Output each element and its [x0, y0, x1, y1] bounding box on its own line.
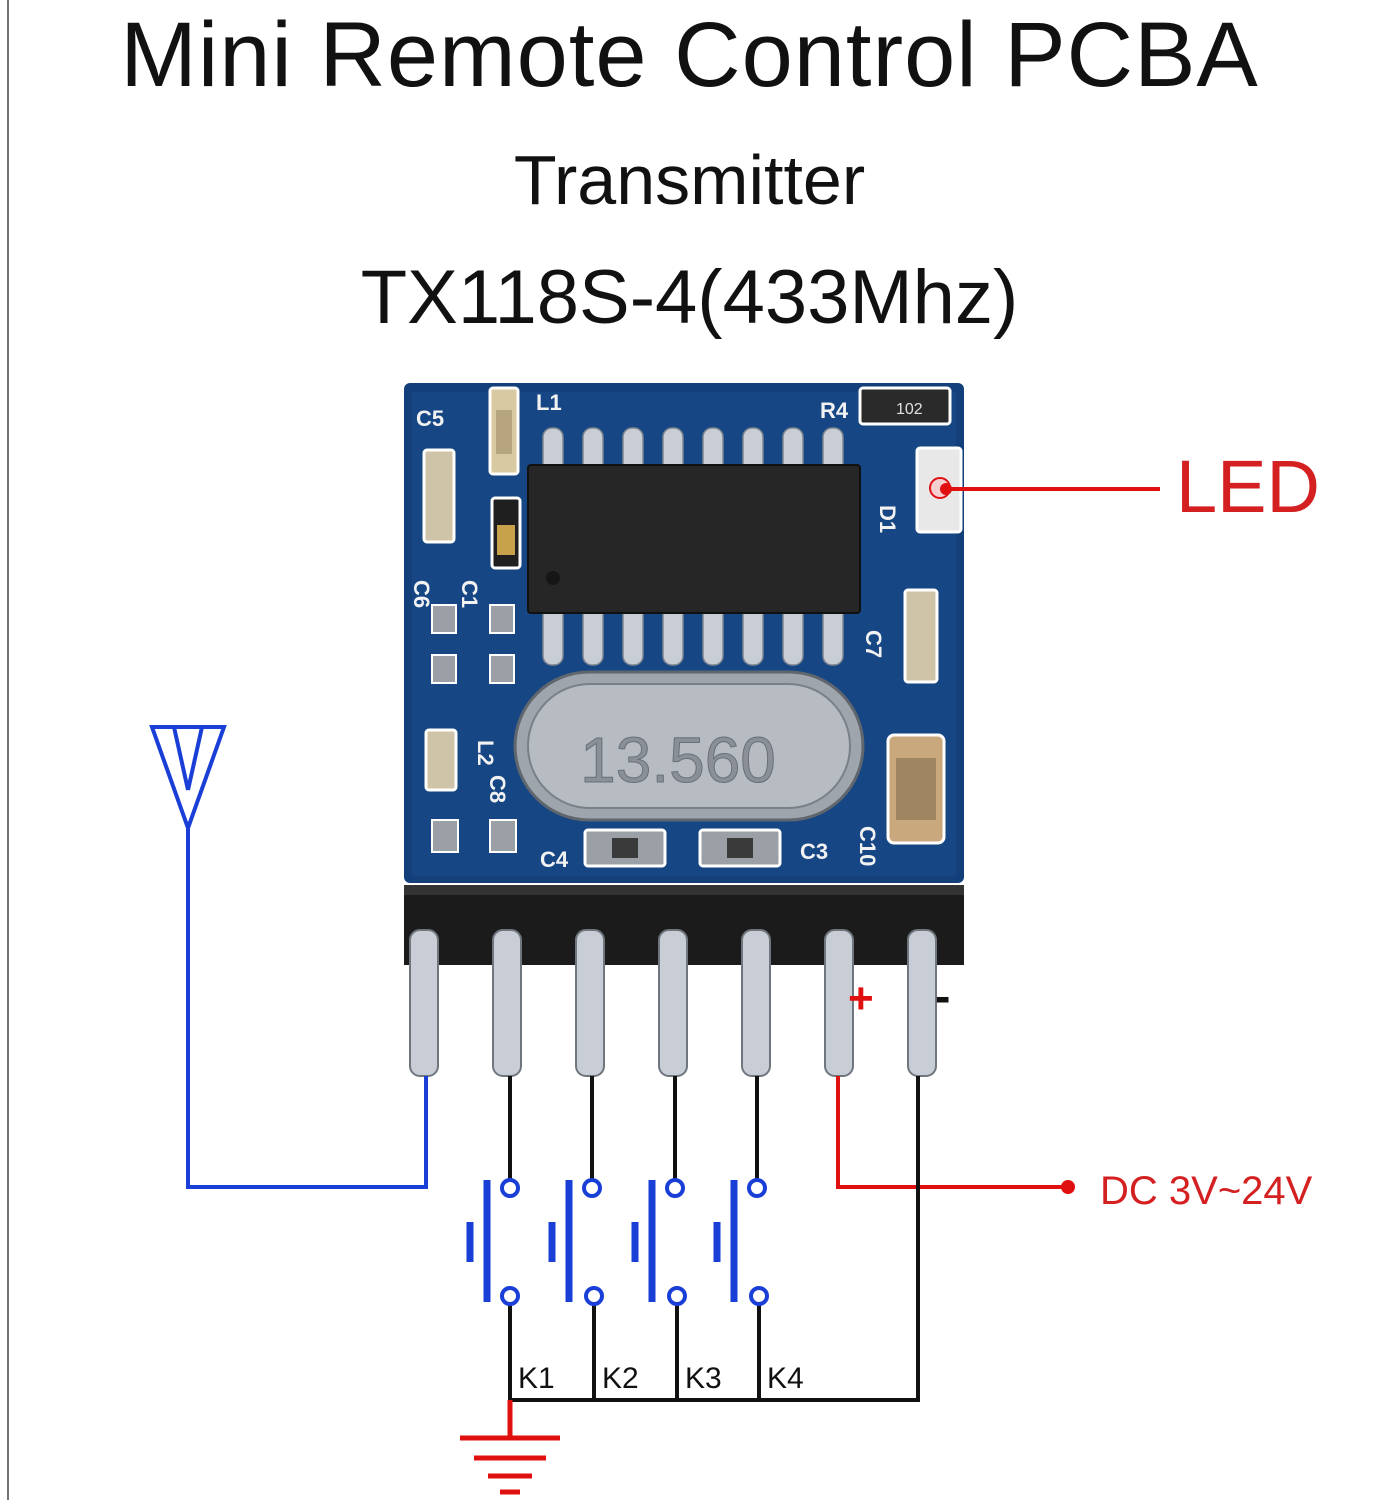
pin-header — [404, 885, 964, 1077]
silkscreen-c10: C10 — [855, 826, 880, 866]
silkscreen-c1: C1 — [457, 580, 482, 608]
switch-input-wires — [508, 1076, 759, 1180]
negative-wire — [510, 1076, 920, 1402]
push-button-k4 — [713, 1178, 769, 1306]
silkscreen-d1: D1 — [875, 505, 900, 533]
silkscreen-l2: L2 — [473, 740, 498, 766]
silkscreen-l1: L1 — [536, 390, 562, 415]
ic-pins-bottom — [542, 604, 844, 666]
positive-wire — [836, 1076, 1068, 1189]
crystal-marking: 13.560 — [580, 724, 776, 796]
pcb-board: C5 L1 R4 D1 C6 C1 C7 L2 C8 C4 C3 C10 102… — [404, 383, 964, 883]
silkscreen-c8: C8 — [485, 775, 510, 803]
key-label-k4: K4 — [767, 1362, 804, 1395]
ic-chip — [527, 464, 861, 614]
negative-terminal-label: - — [935, 970, 951, 1022]
page-subtitle: Transmitter — [513, 141, 866, 219]
led-label: LED — [1176, 445, 1320, 528]
model-number: TX118S-4(433Mhz) — [360, 255, 1019, 340]
smd-components — [422, 386, 963, 868]
silkscreen-c4: C4 — [540, 847, 569, 872]
led-callout — [940, 483, 1160, 495]
key-label-k2: K2 — [602, 1362, 639, 1395]
silkscreen-r4: R4 — [820, 398, 849, 423]
key-label-k1: K1 — [518, 1362, 555, 1395]
ic-pin1-dot — [546, 571, 560, 585]
silkscreen-c3: C3 — [800, 839, 828, 864]
push-button-k3 — [631, 1178, 687, 1306]
push-button-k1 — [466, 1178, 520, 1306]
power-supply-label: DC 3V~24V — [1100, 1169, 1313, 1213]
positive-terminal-label: + — [848, 974, 874, 1023]
ground-symbol — [460, 1400, 560, 1495]
antenna-symbol — [149, 725, 227, 834]
antenna-wire — [186, 828, 428, 1189]
key-label-k3: K3 — [685, 1362, 722, 1395]
switch-ground-wires — [508, 1302, 761, 1400]
page-title: Mini Remote Control PCBA — [120, 4, 1259, 106]
silkscreen-c7: C7 — [861, 630, 886, 658]
silkscreen-c5: C5 — [416, 406, 444, 431]
power-terminal — [1061, 1180, 1075, 1194]
resistor-code: 102 — [896, 401, 923, 418]
push-button-k2 — [548, 1178, 604, 1306]
crystal-oscillator: 13.560 — [513, 670, 865, 822]
silkscreen-c6: C6 — [409, 580, 434, 608]
silkscreen-labels: C5 L1 R4 D1 C6 C1 C7 L2 C8 C4 C3 C10 — [409, 390, 900, 872]
